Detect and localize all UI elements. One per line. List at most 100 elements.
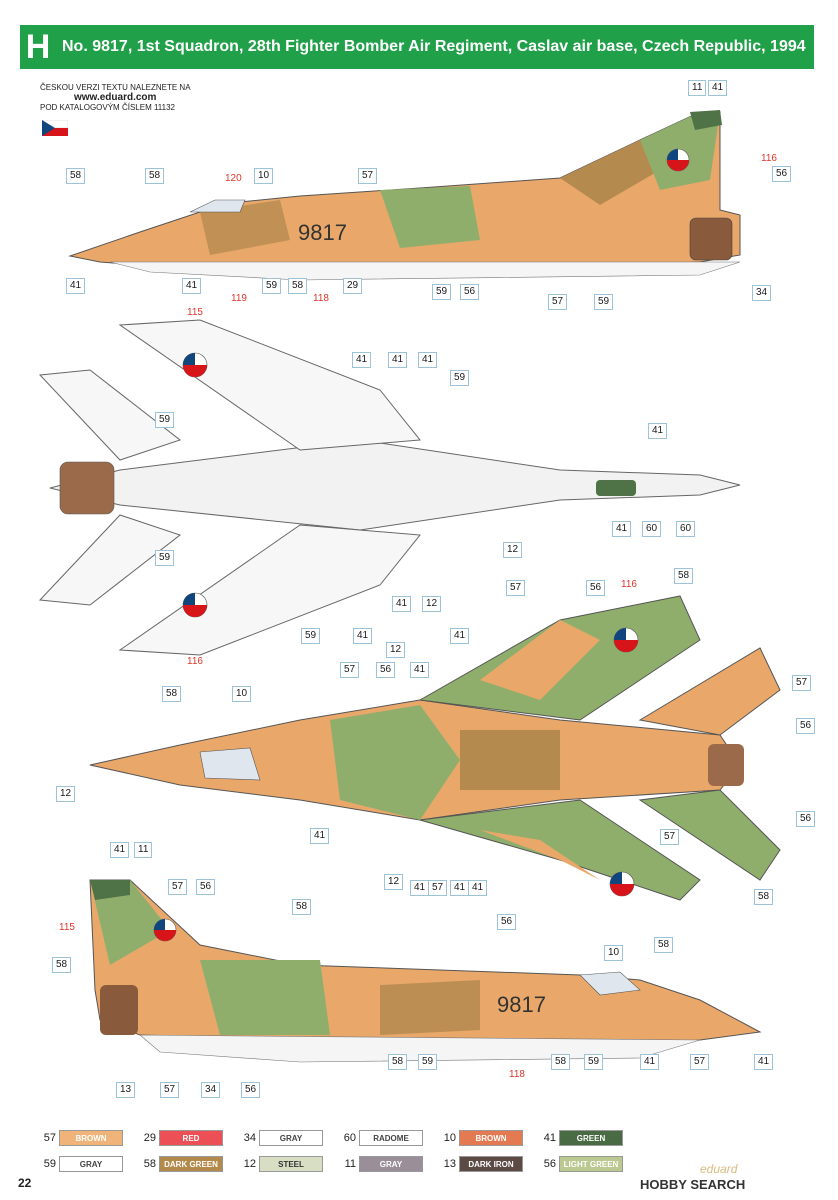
callout: 58: [145, 168, 165, 184]
legend-item: 10 BROWN: [436, 1130, 536, 1146]
legend-swatch: GREEN: [559, 1130, 623, 1146]
legend-num: 41: [543, 1132, 556, 1144]
legend-item: 11 GRAY: [336, 1156, 436, 1172]
callout: 41: [450, 628, 470, 644]
callout: 56: [796, 811, 816, 827]
legend-num: 12: [243, 1158, 256, 1170]
side-view-2: 9817: [89, 879, 762, 1063]
bottom-view: [38, 319, 741, 656]
callout: 41: [352, 352, 372, 368]
callout: 13: [116, 1082, 136, 1098]
top-view: [89, 595, 781, 901]
callout: 59: [584, 1054, 604, 1070]
legend-item: 59 GRAY: [36, 1156, 136, 1172]
callout: 12: [384, 874, 404, 890]
callout: 59: [155, 550, 175, 566]
legend-swatch: DARK GREEN: [159, 1156, 223, 1172]
callout: 58: [66, 168, 86, 184]
callout: 116: [187, 656, 203, 667]
callout: 58: [551, 1054, 571, 1070]
callout: 34: [752, 285, 772, 301]
callout: 57: [660, 829, 680, 845]
page-number: 22: [18, 1176, 32, 1190]
callout: 11: [134, 842, 153, 858]
legend-num: 59: [43, 1158, 56, 1170]
callout: 12: [503, 542, 523, 558]
legend-swatch: BROWN: [59, 1130, 123, 1146]
side2-number: 9817: [497, 992, 546, 1017]
callout: 59: [594, 294, 614, 310]
callout: 56: [241, 1082, 261, 1098]
hobby-search-logo: HOBBY SEARCH: [640, 1177, 746, 1192]
legend-num: 34: [243, 1132, 256, 1144]
legend-num: 56: [543, 1158, 556, 1170]
legend-item: 60 RADOME: [336, 1130, 436, 1146]
callout: 119: [231, 293, 247, 304]
callout: 41: [612, 521, 632, 537]
callout: 29: [343, 278, 363, 294]
legend-swatch: DARK IRON: [459, 1156, 523, 1172]
legend-row-1: 57 BROWN 29 RED 34 GRAY 60 RADOME 10 BRO…: [36, 1130, 636, 1146]
callout: 58: [52, 957, 72, 973]
profile-title: No. 9817, 1st Squadron, 28th Fighter Bom…: [62, 38, 806, 55]
side1-number: 9817: [298, 220, 347, 245]
callout: 56: [586, 580, 606, 596]
callout: 41: [392, 596, 412, 612]
legend-swatch: BROWN: [459, 1130, 523, 1146]
callout: 41: [66, 278, 86, 294]
czech-note: ČESKOU VERZI TEXTU NALEZNETE NA www.edua…: [40, 83, 191, 113]
czech-flag-icon: [42, 120, 68, 136]
legend-swatch: GRAY: [359, 1156, 423, 1172]
callout: 56: [196, 879, 216, 895]
legend-swatch: GRAY: [259, 1130, 323, 1146]
callout: 56: [460, 284, 480, 300]
callout: 59: [432, 284, 452, 300]
callout: 120: [225, 173, 242, 184]
legend-swatch: RED: [159, 1130, 223, 1146]
callout: 41: [353, 628, 373, 644]
profile-letter: H: [25, 27, 51, 66]
callout: 57: [428, 880, 448, 896]
callout: 58: [654, 937, 674, 953]
note-url[interactable]: www.eduard.com: [74, 92, 157, 103]
callout: 57: [168, 879, 188, 895]
callout: 10: [254, 168, 274, 184]
legend-item: 57 BROWN: [36, 1130, 136, 1146]
legend-num: 11: [344, 1158, 356, 1170]
legend-item: 13 DARK IRON: [436, 1156, 536, 1172]
legend-item: 29 RED: [136, 1130, 236, 1146]
callout: 59: [262, 278, 282, 294]
callout: 12: [386, 642, 406, 658]
legend-num: 57: [43, 1132, 56, 1144]
page-header: H No. 9817, 1st Squadron, 28th Fighter B…: [20, 25, 814, 69]
callout: 41: [410, 662, 430, 678]
legend-swatch: STEEL: [259, 1156, 323, 1172]
legend-num: 13: [443, 1158, 456, 1170]
callout: 57: [506, 580, 526, 596]
legend-item: 41 GREEN: [536, 1130, 636, 1146]
callout: 116: [761, 153, 777, 164]
callout: 41: [468, 880, 488, 896]
callout: 57: [340, 662, 360, 678]
side-view-1: 9817: [68, 110, 741, 281]
legend-item: 34 GRAY: [236, 1130, 336, 1146]
callout: 57: [690, 1054, 710, 1070]
callout: 56: [497, 914, 517, 930]
callout: 57: [548, 294, 568, 310]
legend-item: 56 LIGHT GREEN: [536, 1156, 636, 1172]
callout: 58: [162, 686, 182, 702]
callout: 56: [376, 662, 396, 678]
legend-item: 12 STEEL: [236, 1156, 336, 1172]
note-line1: ČESKOU VERZI TEXTU NALEZNETE NA: [40, 83, 191, 92]
legend-num: 60: [343, 1132, 356, 1144]
callout: 56: [772, 166, 792, 182]
callout: 58: [674, 568, 694, 584]
callout: 59: [450, 370, 470, 386]
note-line2: POD KATALOGOVÝM ČÍSLEM 11132: [40, 103, 176, 112]
callout: 115: [59, 922, 75, 933]
callout: 60: [642, 521, 662, 537]
callout: 59: [418, 1054, 438, 1070]
callout: 12: [56, 786, 76, 802]
callout: 41: [754, 1054, 774, 1070]
legend-num: 58: [143, 1158, 156, 1170]
